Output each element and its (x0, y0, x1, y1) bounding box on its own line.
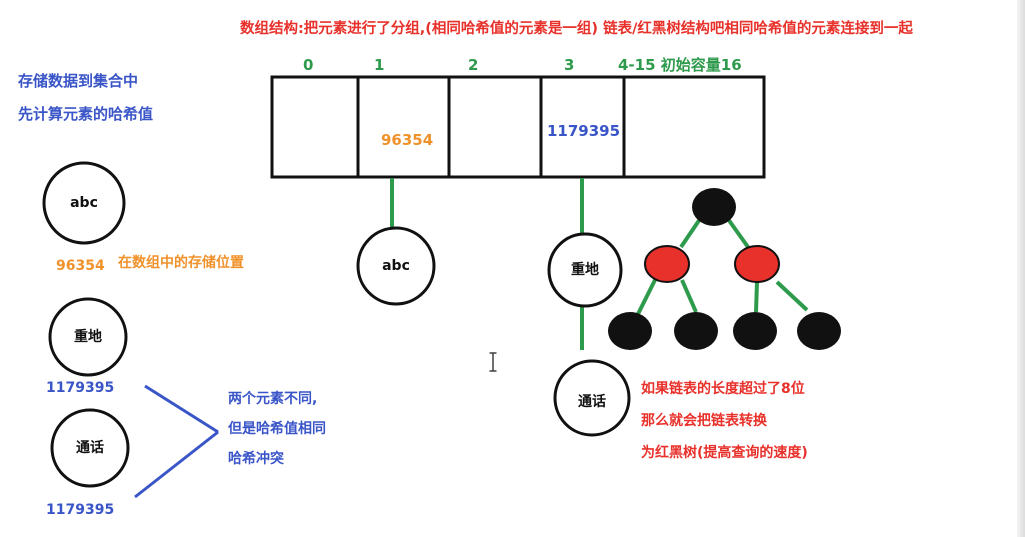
store-line-1: 存储数据到集合中 (18, 72, 139, 90)
node-zhongdi-left (48, 297, 128, 377)
node-tonghua-array-label: 通话 (578, 394, 606, 410)
tree-node-leaf-1 (608, 312, 652, 350)
storage-position-note: 在数组中的存储位置 (118, 255, 244, 271)
node-tonghua-array (553, 359, 631, 437)
tree-node-red-left (644, 245, 690, 283)
node-zhongdi-array (547, 232, 623, 308)
array-index-1: 1 (374, 56, 385, 74)
abc-hash-value: 96354 (56, 258, 105, 274)
node-tonghua-left (50, 408, 130, 488)
conflict-bracket-upper (144, 384, 219, 434)
window-edge (1017, 0, 1025, 537)
tree-node-leaf-3 (733, 312, 777, 350)
array-range-label: 4-15 初始容量16 (618, 56, 742, 74)
tree-node-leaf-4 (797, 312, 841, 350)
node-zhongdi-left-label: 重地 (74, 329, 102, 345)
tree-note-line-3: 为红黑树(提高查询的速度) (641, 445, 808, 461)
tree-node-root (692, 188, 736, 226)
array-cell-1-value: 96354 (381, 131, 434, 149)
tonghua-hash-value: 1179395 (46, 502, 115, 518)
tree-edge-root-right (726, 217, 750, 249)
node-tonghua-left-label: 通话 (76, 440, 104, 456)
diagram-title: 数组结构:把元素进行了分组,(相同哈希值的元素是一组) 链表/红黑树结构吧相同哈… (240, 21, 913, 37)
conflict-line-1: 两个元素不同, (228, 391, 318, 407)
tree-edge-r-rl (754, 281, 759, 313)
tree-edge-l-ll (636, 279, 657, 315)
zhongdi-hash-value: 1179395 (46, 380, 115, 396)
node-abc-array-label: abc (382, 258, 410, 274)
node-abc-array (356, 226, 436, 306)
conflict-line-2: 但是哈希值相同 (228, 421, 326, 437)
array-index-0: 0 (303, 56, 314, 74)
array-index-2: 2 (468, 56, 479, 74)
tree-edge-l-lr (680, 279, 698, 313)
tree-edge-r-rr (775, 280, 809, 312)
text-cursor-icon (489, 352, 497, 372)
tree-edge-root-left (679, 217, 702, 249)
node-zhongdi-array-label: 重地 (571, 262, 599, 278)
conflict-line-3: 哈希冲突 (228, 451, 284, 467)
tree-node-red-right (734, 245, 780, 283)
tree-note-line-2: 那么就会把链表转换 (641, 413, 767, 429)
array-cell-3-value: 1179395 (547, 122, 621, 140)
array-index-3: 3 (564, 56, 575, 74)
node-abc-left (42, 161, 126, 245)
conflict-bracket-lower (134, 430, 219, 499)
node-abc-left-label: abc (70, 195, 98, 211)
store-line-2: 先计算元素的哈希值 (18, 105, 154, 123)
tree-node-leaf-2 (674, 312, 718, 350)
array-box (270, 75, 766, 179)
tree-note-line-1: 如果链表的长度超过了8位 (641, 381, 805, 397)
